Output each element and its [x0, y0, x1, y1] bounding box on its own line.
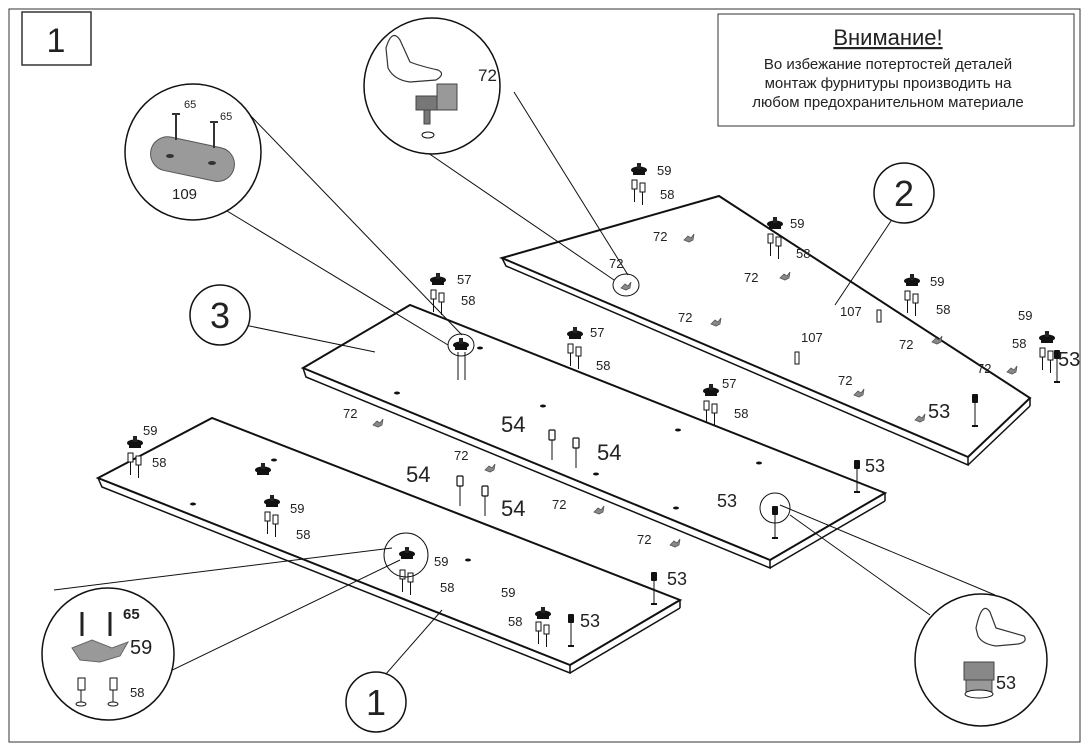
- callout-59: 65 59 58: [41, 587, 175, 721]
- panel-1-label: 1: [345, 671, 407, 733]
- part-label-p3-58a: 58: [461, 293, 475, 308]
- part-labels: 59 58 72 59 58 72 72 59 58 107 107 72 72…: [143, 163, 1080, 631]
- part-label-p1-54a: 54: [406, 462, 430, 487]
- callout-109: 65 65 109: [124, 83, 262, 221]
- part-label-p2-59d: 59: [1018, 308, 1032, 323]
- highlight-109: [447, 333, 475, 357]
- part-label-p2-58d: 58: [1012, 336, 1026, 351]
- part-label-p1-58c: 58: [440, 580, 454, 595]
- panel-3-label: 3: [189, 284, 251, 346]
- callout-109-label: 109: [172, 186, 197, 203]
- callout-53: 53: [914, 593, 1048, 727]
- part-label-p2-72c: 72: [744, 270, 758, 285]
- svg-text:2: 2: [894, 173, 914, 214]
- part-label-p2-72a: 72: [653, 229, 667, 244]
- part-label-p1-53b: 53: [580, 611, 600, 631]
- drill-holes: [190, 346, 762, 562]
- part-label-p3-58c: 58: [734, 406, 748, 421]
- finger-icon: [975, 607, 1026, 647]
- part-label-p3-72b: 72: [454, 448, 468, 463]
- part-label-p2-53b: 53: [928, 401, 950, 423]
- part-label-p3-58b: 58: [596, 358, 610, 373]
- part-label-p1-59b: 59: [290, 501, 304, 516]
- callout-72: 72: [363, 17, 501, 155]
- part-label-p3-72a: 72: [343, 406, 357, 421]
- part-label-p1-58a: 58: [152, 455, 166, 470]
- callout-72-label: 72: [478, 66, 497, 85]
- warning-line-3: любом предохранительном материале: [752, 94, 1023, 111]
- warning-title: Внимание!: [833, 25, 942, 50]
- part-label-p3-57c: 57: [722, 376, 736, 391]
- callout-109-screw-b: 65: [220, 111, 232, 123]
- callout-53-label: 53: [996, 673, 1016, 693]
- panel-2-hardware: [620, 163, 1061, 427]
- highlight-59: [383, 532, 429, 578]
- part-label-p1-72a: 72: [637, 532, 651, 547]
- step-number: 1: [47, 22, 66, 60]
- part-label-p2-107b: 107: [801, 330, 823, 345]
- part-label-p2-72e: 72: [899, 337, 913, 352]
- part-label-p2-72g: 72: [838, 373, 852, 388]
- part-label-p3-54a: 54: [501, 412, 525, 437]
- callout-109-screw-a: 65: [184, 99, 196, 111]
- page-frame: [8, 8, 1081, 743]
- part-label-p3-57a: 57: [457, 272, 471, 287]
- warning-box: [717, 13, 1075, 127]
- part-label-p1-58b: 58: [296, 527, 310, 542]
- svg-text:3: 3: [210, 295, 230, 336]
- part-label-p3-57b: 57: [590, 325, 604, 340]
- part-label-p3-53b: 53: [717, 491, 737, 511]
- callout-59-screw: 65: [123, 606, 140, 623]
- part-label-p3-72c: 72: [552, 497, 566, 512]
- part-label-p2-59b: 59: [790, 216, 804, 231]
- part-label-p3-53a: 53: [865, 456, 885, 476]
- part-label-p2-53a: 53: [1058, 349, 1080, 371]
- part-label-p1-54b: 54: [501, 496, 525, 521]
- part-label-p2-58b: 58: [796, 246, 810, 261]
- part-label-p2-72f: 72: [977, 361, 991, 376]
- warning-line-1: Во избежание потертостей деталей: [764, 56, 1012, 73]
- warning-line-2: монтаж фурнитуры производить на: [765, 75, 1012, 92]
- panel-2: [499, 194, 1032, 467]
- part-label-p2-72b: 72: [609, 256, 623, 271]
- part-label-p2-59a: 59: [657, 163, 671, 178]
- part-label-p3-54b: 54: [597, 440, 621, 465]
- panel-3: [300, 303, 888, 570]
- part-label-p2-58a: 58: [660, 187, 674, 202]
- svg-text:1: 1: [366, 682, 386, 723]
- part-label-p2-72d: 72: [678, 310, 692, 325]
- part-label-p2-107a: 107: [840, 304, 862, 319]
- part-label-p1-59a: 59: [143, 423, 157, 438]
- part-label-p1-59c: 59: [434, 554, 448, 569]
- panel-2-label: 2: [873, 162, 935, 224]
- highlight-53: [759, 492, 791, 524]
- callout-59-dowel: 58: [130, 685, 144, 700]
- part-label-p1-59d: 59: [501, 585, 515, 600]
- part-label-p2-58c: 58: [936, 302, 950, 317]
- part-label-p1-53a: 53: [667, 569, 687, 589]
- part-label-p2-59c: 59: [930, 274, 944, 289]
- step-number-box: [21, 11, 92, 66]
- finger-icon: [385, 34, 443, 83]
- callout-59-label: 59: [130, 637, 152, 659]
- highlight-72: [612, 273, 640, 297]
- part-label-p1-58d: 58: [508, 614, 522, 629]
- panel-3-hardware: [372, 273, 861, 605]
